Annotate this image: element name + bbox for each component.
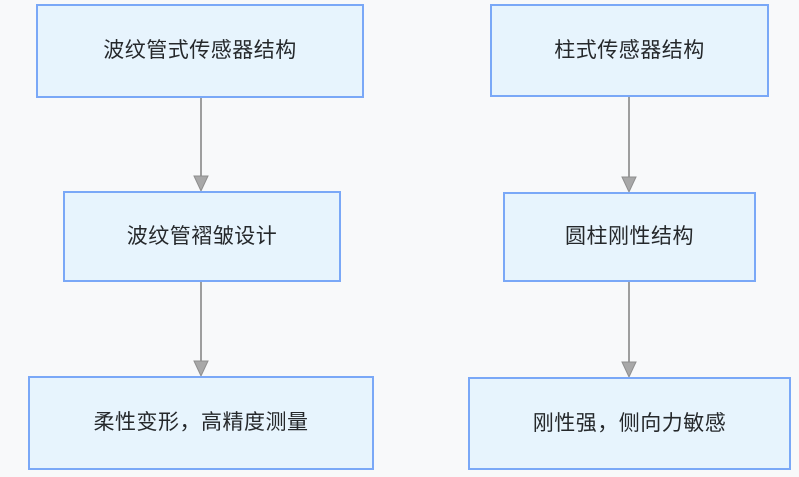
node-bellows-fold[interactable]: 波纹管褶皱设计 xyxy=(63,191,341,282)
edge-column-rigid-to-outcome xyxy=(621,282,637,379)
arrowhead-icon xyxy=(193,360,209,378)
node-label: 波纹管式传感器结构 xyxy=(103,39,297,63)
node-label: 波纹管褶皱设计 xyxy=(126,224,278,248)
node-column-outcome[interactable]: 刚性强，侧向力敏感 xyxy=(468,377,791,470)
edge-bellows-structure-to-fold xyxy=(193,98,209,193)
edge-bellows-fold-to-outcome xyxy=(193,282,209,378)
node-label: 圆柱刚性结构 xyxy=(565,225,694,249)
arrowhead-icon xyxy=(621,361,637,379)
node-bellows-outcome[interactable]: 柔性变形，高精度测量 xyxy=(28,376,374,470)
node-label: 柱式传感器结构 xyxy=(554,38,705,62)
arrowhead-icon xyxy=(193,175,209,193)
arrowhead-icon xyxy=(621,176,637,194)
node-bellows-structure[interactable]: 波纹管式传感器结构 xyxy=(36,4,364,98)
node-label: 柔性变形，高精度测量 xyxy=(93,411,309,435)
node-column-structure[interactable]: 柱式传感器结构 xyxy=(490,4,769,97)
node-column-rigid[interactable]: 圆柱刚性结构 xyxy=(503,192,756,282)
edge-column-structure-to-rigid xyxy=(621,97,637,194)
node-label: 刚性强，侧向力敏感 xyxy=(532,411,727,435)
